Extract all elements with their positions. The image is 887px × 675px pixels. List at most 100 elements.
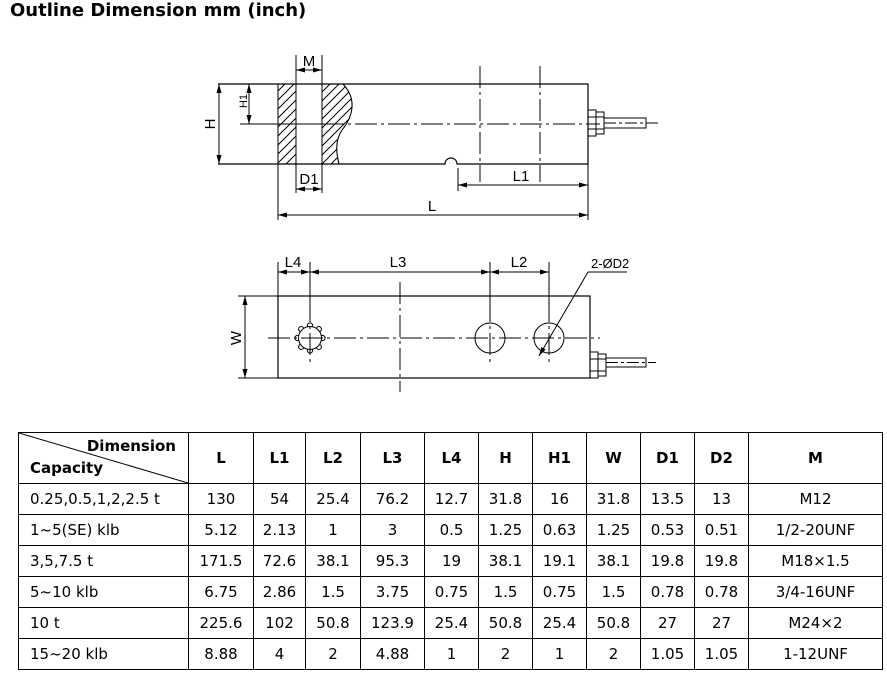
- cell-h: 50.8: [478, 607, 533, 639]
- cell-l3: 4.88: [360, 638, 425, 670]
- table-row: 3,5,7.5 t 171.5 72.6 38.1 95.3 19 38.1 1…: [18, 545, 883, 577]
- header-corner: Dimension Capacity: [18, 432, 189, 484]
- header-l1: L1: [253, 432, 306, 484]
- side-view: M H H1 D1 L1 L: [202, 53, 658, 220]
- cell-d1: 1.05: [640, 638, 695, 670]
- cell-l4: 19: [424, 545, 479, 577]
- cell-h: 2: [478, 638, 533, 670]
- row-capacity: 10 t: [18, 607, 189, 639]
- label-l3: L3: [390, 254, 407, 271]
- cell-l4: 0.75: [424, 576, 479, 608]
- label-l: L: [428, 198, 436, 215]
- cell-h1: 0.63: [532, 514, 587, 546]
- label-l2: L2: [511, 254, 528, 271]
- cell-h: 31.8: [478, 483, 533, 515]
- cell-h1: 1: [532, 638, 587, 670]
- row-capacity: 15~20 klb: [18, 638, 189, 670]
- cell-d1: 27: [640, 607, 695, 639]
- top-view: L4 L3 L2 2-ØD2 W: [228, 254, 656, 392]
- cell-d2: 13: [694, 483, 749, 515]
- cell-l4: 12.7: [424, 483, 479, 515]
- cell-d1: 0.78: [640, 576, 695, 608]
- header-capacity: Capacity: [30, 459, 103, 477]
- cell-m: 1-12UNF: [748, 638, 883, 670]
- cell-l2: 50.8: [305, 607, 361, 639]
- cell-l2: 2: [305, 638, 361, 670]
- label-d2: 2-ØD2: [591, 256, 629, 271]
- cell-l2: 25.4: [305, 483, 361, 515]
- outline-drawing: M H H1 D1 L1 L: [202, 53, 658, 392]
- header-d1: D1: [640, 432, 695, 484]
- row-capacity: 3,5,7.5 t: [18, 545, 189, 577]
- cell-l3: 76.2: [360, 483, 425, 515]
- cell-l2: 1.5: [305, 576, 361, 608]
- page-title: Outline Dimension mm (inch): [10, 0, 307, 21]
- label-w: W: [228, 330, 245, 345]
- label-d1: D1: [299, 171, 318, 188]
- cell-h1: 16: [532, 483, 587, 515]
- corner-diagonal: [19, 433, 188, 483]
- cell-d2: 0.51: [694, 514, 749, 546]
- label-m: M: [303, 53, 316, 70]
- cell-l3: 3.75: [360, 576, 425, 608]
- cell-l1: 2.86: [253, 576, 306, 608]
- table-row: 15~20 klb 8.88 4 2 4.88 1 2 1 2 1.05 1.0…: [18, 638, 883, 670]
- cell-w: 1.5: [586, 576, 641, 608]
- cell-l2: 38.1: [305, 545, 361, 577]
- cell-l3: 95.3: [360, 545, 425, 577]
- cell-l: 6.75: [188, 576, 254, 608]
- body-outline-side: [218, 83, 589, 165]
- header-h1: H1: [532, 432, 587, 484]
- break-line: [336, 83, 353, 165]
- table-row: 5~10 klb 6.75 2.86 1.5 3.75 0.75 1.5 0.7…: [18, 576, 883, 608]
- cell-d1: 19.8: [640, 545, 695, 577]
- cell-l3: 123.9: [360, 607, 425, 639]
- cell-h1: 0.75: [532, 576, 587, 608]
- cell-l3: 3: [360, 514, 425, 546]
- label-h1: H1: [238, 94, 250, 108]
- body-outline-top: [277, 295, 591, 379]
- cell-m: 3/4-16UNF: [748, 576, 883, 608]
- cable-gland-top: [589, 351, 656, 379]
- cell-d1: 0.53: [640, 514, 695, 546]
- cell-w: 2: [586, 638, 641, 670]
- cell-m: M24×2: [748, 607, 883, 639]
- cell-h: 1.25: [478, 514, 533, 546]
- table-row: 10 t 225.6 102 50.8 123.9 25.4 50.8 25.4…: [18, 607, 883, 639]
- row-capacity: 0.25,0.5,1,2,2.5 t: [18, 483, 189, 515]
- header-l: L: [188, 432, 254, 484]
- header-l4: L4: [424, 432, 479, 484]
- cell-l1: 102: [253, 607, 306, 639]
- cell-l1: 4: [253, 638, 306, 670]
- cell-h: 38.1: [478, 545, 533, 577]
- cell-w: 1.25: [586, 514, 641, 546]
- cell-l: 225.6: [188, 607, 254, 639]
- header-row: Dimension Capacity L L1 L2 L3 L4 H H1 W …: [18, 432, 883, 484]
- header-m: M: [748, 432, 883, 484]
- cell-d2: 27: [694, 607, 749, 639]
- header-l2: L2: [305, 432, 361, 484]
- cell-l2: 1: [305, 514, 361, 546]
- cell-h1: 19.1: [532, 545, 587, 577]
- header-dimension: Dimension: [86, 437, 176, 455]
- cell-w: 38.1: [586, 545, 641, 577]
- cell-m: M12: [748, 483, 883, 515]
- cell-h: 1.5: [478, 576, 533, 608]
- cell-l: 171.5: [188, 545, 254, 577]
- label-h: H: [202, 119, 219, 130]
- cable-gland-side: [587, 109, 658, 137]
- cell-l: 130: [188, 483, 254, 515]
- cell-w: 50.8: [586, 607, 641, 639]
- cell-h1: 25.4: [532, 607, 587, 639]
- cell-m: 1/2-20UNF: [748, 514, 883, 546]
- cell-d2: 1.05: [694, 638, 749, 670]
- cell-w: 31.8: [586, 483, 641, 515]
- table-row: 0.25,0.5,1,2,2.5 t 130 54 25.4 76.2 12.7…: [18, 483, 883, 515]
- cell-l4: 0.5: [424, 514, 479, 546]
- cell-d2: 0.78: [694, 576, 749, 608]
- header-d2: D2: [694, 432, 749, 484]
- cell-l1: 54: [253, 483, 306, 515]
- cell-l4: 1: [424, 638, 479, 670]
- row-capacity: 5~10 klb: [18, 576, 189, 608]
